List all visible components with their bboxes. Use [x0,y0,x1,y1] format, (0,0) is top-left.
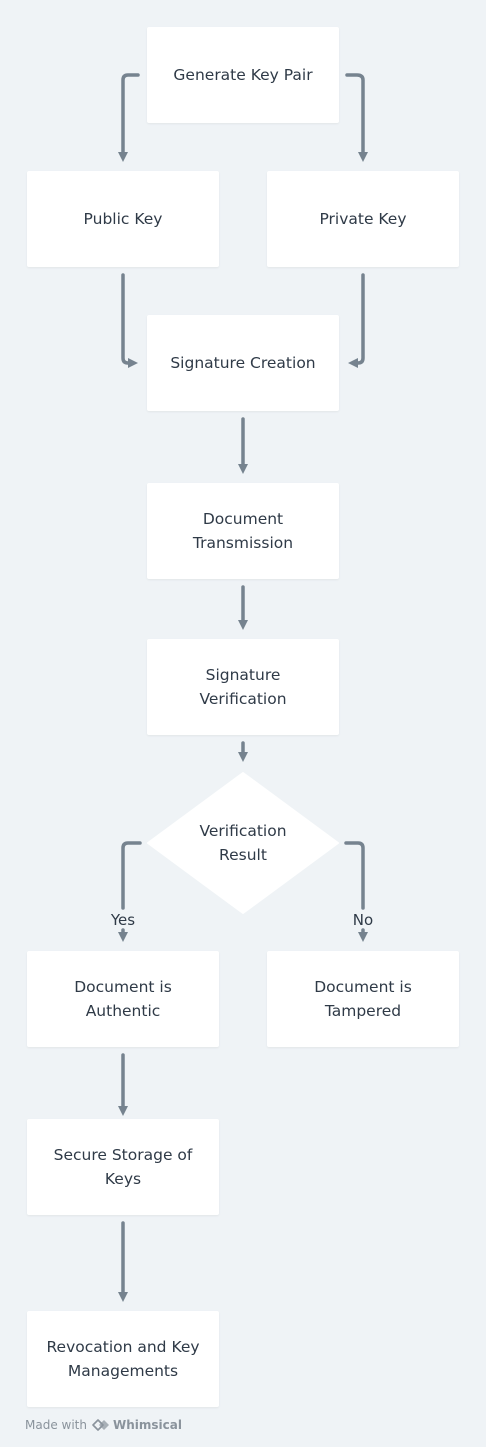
connector-generate-to-public [118,73,140,162]
node-generate-key-pair[interactable]: Generate Key Pair [147,27,339,123]
connector-private-to-signature [348,273,365,368]
connector-generate-to-private [345,73,368,162]
decision-verification-result[interactable]: Verification Result [147,771,339,915]
node-label: Secure Storage of Keys [53,1146,193,1188]
made-with-text: Made with [25,1418,87,1432]
node-label: Generate Key Pair [173,66,313,84]
node-label: Revocation and Key Managements [46,1338,200,1380]
node-label: Signature Creation [170,354,316,372]
connector-result-yes [121,841,142,910]
node-document-transmission[interactable]: Document Transmission [147,483,339,579]
node-private-key[interactable]: Private Key [267,171,459,267]
node-public-key[interactable]: Public Key [27,171,219,267]
node-label: Document Transmission [192,510,294,552]
brand-name: Whimsical [112,1418,182,1432]
decision-diamond-shape [147,772,339,914]
node-label: Document is Tampered [314,978,412,1020]
node-document-tampered[interactable]: Document is Tampered [267,951,459,1047]
made-with-footer[interactable]: Made with Whimsical [25,1418,182,1432]
edge-label-yes: Yes [110,911,136,929]
connector-result-no [344,841,365,910]
node-label: Private Key [319,210,407,228]
decision-label: Verification Result [199,822,287,864]
edge-label-no: No [352,911,374,929]
node-document-authentic[interactable]: Document is Authentic [27,951,219,1047]
whimsical-logo-icon [92,1419,109,1431]
node-label: Document is Authentic [74,978,172,1020]
connector-public-to-signature [121,273,138,368]
node-secure-storage[interactable]: Secure Storage of Keys [27,1119,219,1215]
node-signature-verification[interactable]: Signature Verification [147,639,339,735]
node-label: Public Key [83,210,163,228]
node-revocation[interactable]: Revocation and Key Managements [27,1311,219,1407]
node-label: Signature Verification [199,666,287,708]
node-signature-creation[interactable]: Signature Creation [147,315,339,411]
